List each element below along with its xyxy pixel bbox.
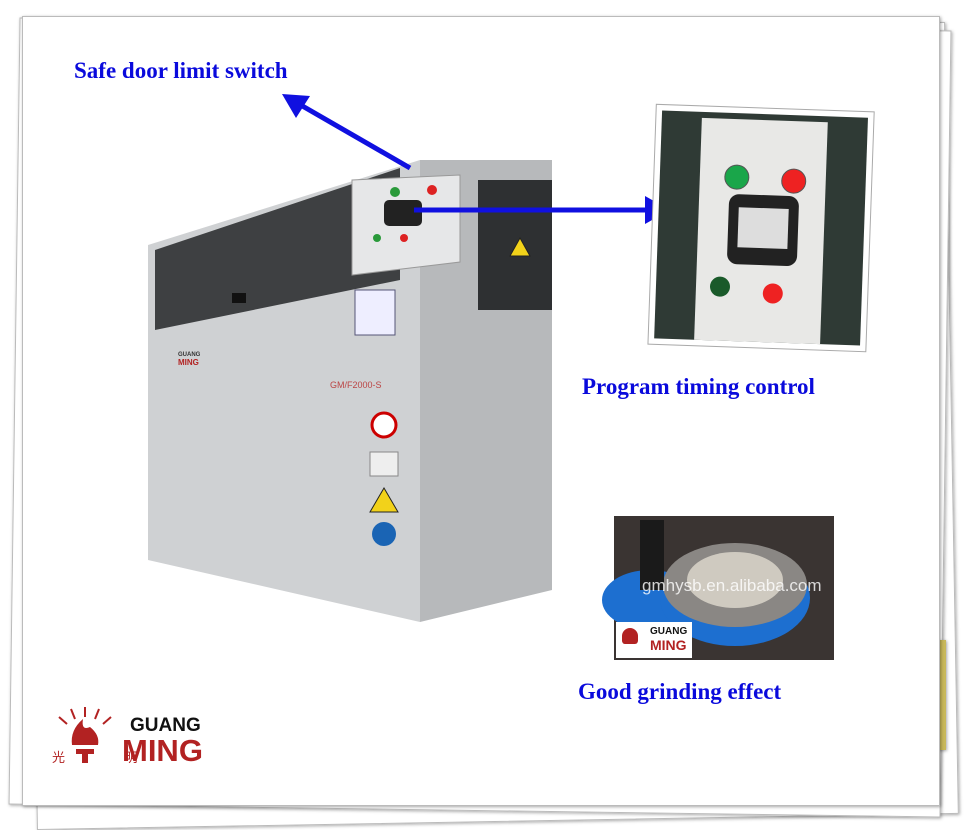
grinding-watermark: gmhysb.en.alibaba.com <box>642 576 822 595</box>
run-button-green <box>373 234 381 242</box>
warning-sign <box>509 236 531 257</box>
grinding-inset <box>602 512 838 664</box>
flame-icon <box>58 707 112 763</box>
logo-ming: MING <box>122 733 203 768</box>
side-cover <box>478 180 552 310</box>
timing-inset <box>647 103 875 353</box>
grinding-logo-guang: GUANG <box>650 626 688 637</box>
arrow-door <box>290 97 412 171</box>
arrow-door-head <box>282 94 310 118</box>
machine-model: GM/F2000-S <box>330 380 382 390</box>
info-plate <box>354 289 396 336</box>
timer <box>384 200 422 226</box>
power-button-green <box>390 187 400 197</box>
logo-guang: GUANG <box>130 715 201 736</box>
machine-logo-ming: MING <box>178 358 199 367</box>
stop-button-red <box>400 234 408 242</box>
logo-chinese: 光 明 <box>52 750 166 765</box>
label-door-switch: Safe door limit switch <box>74 58 288 83</box>
machine-lid <box>155 168 400 330</box>
door-handle <box>232 293 246 303</box>
sign-no <box>370 411 398 439</box>
grinding-logo-ming: MING <box>650 637 687 653</box>
brand-logo: 光 明 GUANG MING <box>50 705 230 770</box>
power-button-red <box>427 185 437 195</box>
sign-protect <box>372 522 396 546</box>
sign-caution <box>369 487 399 513</box>
label-grinding-effect: Good grinding effect <box>578 679 782 704</box>
sign-manual <box>369 451 399 477</box>
machine-logo-guang: GUANG <box>178 352 201 358</box>
label-timing-control: Program timing control <box>582 374 815 399</box>
grinding-logo-flame-icon <box>622 628 638 644</box>
